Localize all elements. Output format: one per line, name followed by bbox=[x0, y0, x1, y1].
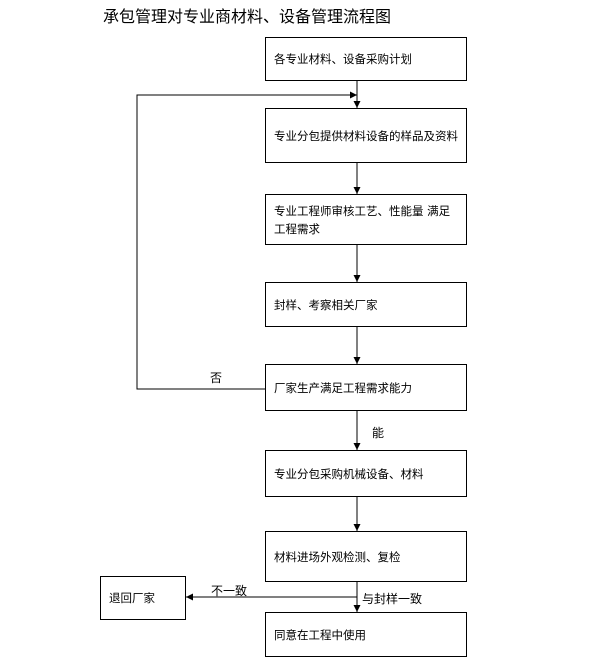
step-engineer-review-text: 专业工程师审核工艺、性能量 满足工程需求 bbox=[274, 203, 451, 236]
label-mismatch: 不一致 bbox=[211, 584, 248, 598]
decision-manufacturer-capacity-text: 厂家生产满足工程需求能力 bbox=[274, 380, 412, 395]
step-approve-use: 同意在工程中使用 bbox=[265, 612, 467, 657]
step-return-to-manufacturer: 退回厂家 bbox=[100, 576, 186, 620]
page-title: 承包管理对专业商材料、设备管理流程图 bbox=[103, 7, 392, 26]
label-match: 与封样一致 bbox=[362, 592, 423, 606]
step-provide-samples: 专业分包提供材料设备的样品及资料 bbox=[265, 108, 467, 163]
step-site-inspection-text: 材料进场外观检测、复检 bbox=[274, 549, 401, 564]
label-no: 否 bbox=[210, 371, 223, 385]
step-provide-samples-text: 专业分包提供材料设备的样品及资料 bbox=[274, 128, 458, 143]
step-approve-use-text: 同意在工程中使用 bbox=[274, 627, 366, 642]
step-subcontractor-purchase: 专业分包采购机械设备、材料 bbox=[265, 450, 467, 497]
step-procurement-plan: 各专业材料、设备采购计划 bbox=[265, 37, 467, 81]
step-site-inspection: 材料进场外观检测、复检 bbox=[265, 531, 467, 582]
step-seal-samples-text: 封样、考察相关厂家 bbox=[274, 297, 378, 312]
step-return-to-manufacturer-text: 退回厂家 bbox=[109, 591, 155, 605]
step-engineer-review: 专业工程师审核工艺、性能量 满足工程需求 bbox=[265, 194, 467, 245]
step-procurement-plan-text: 各专业材料、设备采购计划 bbox=[274, 52, 412, 66]
decision-manufacturer-capacity: 厂家生产满足工程需求能力 bbox=[265, 364, 467, 411]
arrow-no-loop bbox=[136, 91, 357, 390]
label-yes: 能 bbox=[372, 426, 385, 440]
step-seal-samples: 封样、考察相关厂家 bbox=[265, 282, 467, 327]
step-subcontractor-purchase-text: 专业分包采购机械设备、材料 bbox=[274, 466, 424, 481]
